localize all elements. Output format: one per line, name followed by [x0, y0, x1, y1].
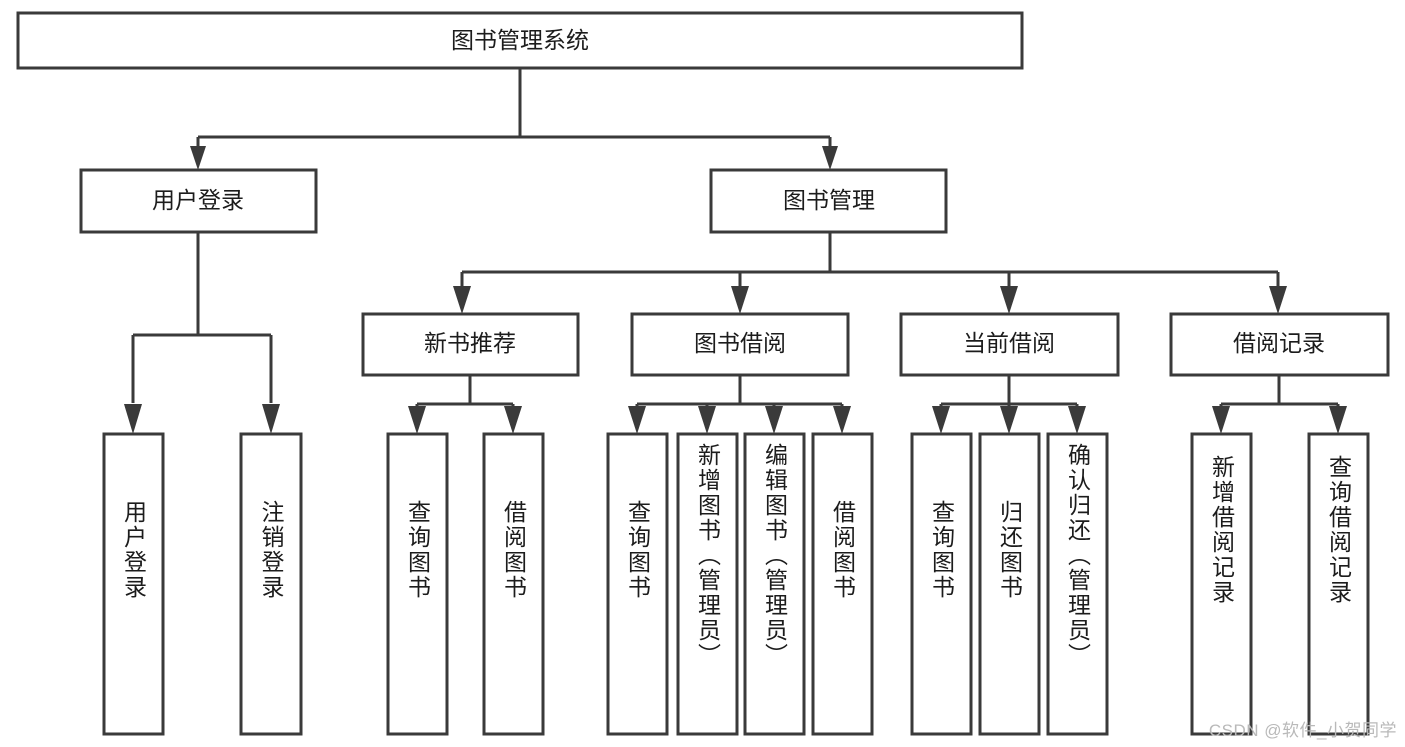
arrowhead-nb-leaf2: [504, 406, 522, 434]
leaf-box-logout[interactable]: [239, 432, 303, 736]
arrowhead-bookborrow: [731, 286, 749, 314]
csdn-watermark: CSDN @软件_小贺同学: [1208, 721, 1397, 740]
arrowhead-br-leaf1: [1212, 406, 1230, 434]
node-new-book-box[interactable]: [361, 312, 580, 377]
node-current-borrow-box[interactable]: [899, 312, 1120, 377]
arrowhead-cb-leaf1: [932, 406, 950, 434]
arrowhead-leaf-user-login: [124, 404, 142, 434]
connector-group-currentborrow: [932, 375, 1086, 434]
node-borrow-record-box[interactable]: [1169, 312, 1390, 377]
node-root-label: 图书管理系统: [451, 27, 589, 53]
node-book-borrow-box[interactable]: [630, 312, 850, 377]
connector-group-bookborrow: [628, 375, 851, 434]
arrowhead-bb-leaf3: [765, 406, 783, 434]
leaf-box-nb-borrow[interactable]: [482, 432, 545, 736]
connector-group-bookmgmt: [453, 232, 1287, 314]
node-new-book-label: 新书推荐: [424, 330, 516, 356]
leaf-box-bb-edit[interactable]: [743, 432, 806, 736]
node-book-mgmt-box[interactable]: [709, 168, 948, 234]
arrowhead-bb-leaf2: [698, 406, 716, 434]
connector-group-userlogin: [124, 232, 280, 434]
node-user-login-box[interactable]: [79, 168, 318, 234]
arrowhead-newbook: [453, 286, 471, 314]
arrowhead-leaf-logout: [262, 404, 280, 434]
connector-group-newbook: [408, 375, 522, 434]
leaf-box-bb-borrow[interactable]: [811, 432, 874, 736]
connector-group-root: [190, 68, 838, 170]
connector-group-borrowrecord: [1212, 375, 1347, 434]
node-root-box[interactable]: [16, 11, 1024, 70]
node-current-borrow-label: 当前借阅: [963, 330, 1055, 356]
leaf-box-br-add[interactable]: [1190, 432, 1253, 736]
leaf-box-cb-confirm[interactable]: [1046, 432, 1109, 736]
leaf-box-nb-query[interactable]: [386, 432, 449, 736]
arrowhead-br-leaf2: [1329, 406, 1347, 434]
arrowhead-bookmgmt: [822, 146, 838, 170]
node-borrow-record-label: 借阅记录: [1233, 330, 1325, 356]
node-user-login-label: 用户登录: [152, 187, 244, 213]
arrowhead-userlogin: [190, 146, 206, 170]
arrowhead-cb-leaf3: [1068, 406, 1086, 434]
leaf-box-bb-query[interactable]: [606, 432, 669, 736]
arrowhead-borrowrecord: [1269, 286, 1287, 314]
arrowhead-currentborrow: [1000, 286, 1018, 314]
arrowhead-bb-leaf4: [833, 406, 851, 434]
leaf-box-cb-query[interactable]: [910, 432, 973, 736]
leaf-box-bb-add[interactable]: [676, 432, 739, 736]
leaf-box-user-login[interactable]: [102, 432, 165, 736]
arrowhead-bb-leaf1: [628, 406, 646, 434]
leaf-box-br-query[interactable]: [1307, 432, 1370, 736]
arrowhead-nb-leaf1: [408, 406, 426, 434]
leaf-box-cb-return[interactable]: [978, 432, 1041, 736]
node-book-mgmt-label: 图书管理: [783, 187, 875, 213]
arrowhead-cb-leaf2: [1000, 406, 1018, 434]
node-book-borrow-label: 图书借阅: [694, 330, 786, 356]
